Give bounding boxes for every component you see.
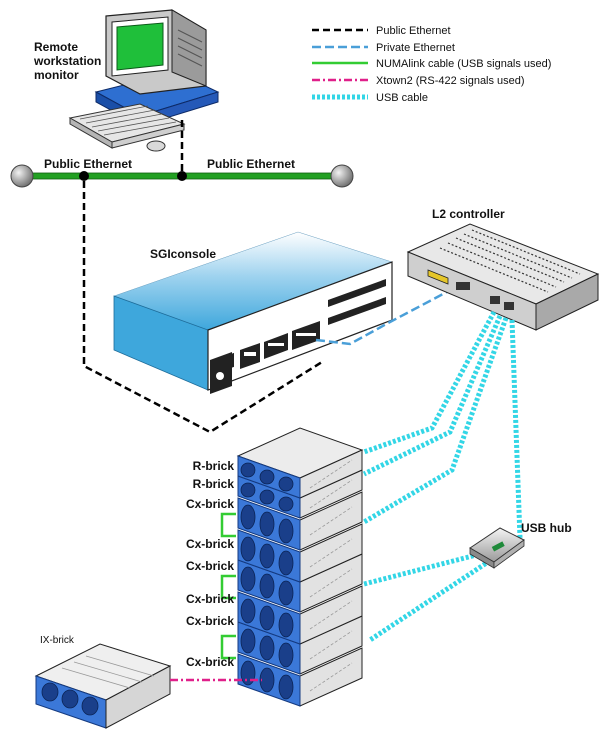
usb-cable-cx-brick-3	[368, 555, 496, 643]
rack-brick-label: Cx-brick	[186, 655, 234, 669]
rack-brick-label: R-brick	[193, 477, 235, 491]
monitor-label-line3: monitor	[34, 68, 79, 82]
bus-tap-left-icon	[79, 171, 89, 181]
legend-label: USB cable	[376, 92, 428, 104]
legend-item-xtown2: Xtown2 (RS-422 signals used)	[312, 75, 525, 87]
rack-labels: R-brickR-brickCx-brickCx-brickCx-brickCx…	[186, 459, 234, 669]
usb-cable-hub	[509, 319, 523, 539]
legend-label: Private Ethernet	[376, 42, 455, 54]
ix-brick-icon	[34, 643, 172, 729]
usb-cables	[362, 310, 523, 643]
rack-brick-label: R-brick	[193, 459, 235, 473]
r-brick-1	[236, 427, 364, 499]
remote-workstation-monitor-icon	[68, 9, 220, 152]
cx-brick-7	[237, 615, 363, 675]
rack-brick-label: Cx-brick	[186, 537, 234, 551]
numalink-cable-2	[220, 574, 236, 600]
bus-terminator-left-icon	[10, 164, 34, 188]
public-ethernet-bus	[10, 164, 354, 188]
usb-hub-label: USB hub	[521, 521, 572, 535]
rack-brick-label: Cx-brick	[186, 559, 234, 573]
public-ethernet-label-left: Public Ethernet	[44, 157, 132, 171]
monitor-label-line2: workstation	[33, 54, 101, 68]
legend-item-public-ethernet: Public Ethernet	[312, 25, 451, 37]
usb-hub-icon	[469, 527, 525, 569]
console-public-ethernet-line	[82, 181, 323, 434]
bus-tap-right-icon	[177, 171, 187, 181]
cx-brick-4	[237, 523, 363, 583]
monitor-label-line1: Remote	[34, 40, 78, 54]
bus-terminator-right-icon	[330, 164, 354, 188]
usb-cable-cx-brick-2	[363, 549, 489, 587]
l2-controller-icon	[406, 223, 600, 331]
ix-brick-label: IX-brick	[40, 635, 75, 646]
usb-cable-cx-brick-1	[362, 317, 509, 525]
rack-brick-label: Cx-brick	[186, 592, 234, 606]
legend-label: Xtown2 (RS-422 signals used)	[376, 75, 525, 87]
cx-brick-6	[237, 585, 363, 645]
l2-controller-label: L2 controller	[432, 207, 505, 221]
legend-label: Public Ethernet	[376, 25, 451, 37]
rack-brick-label: Cx-brick	[186, 614, 234, 628]
rack	[236, 427, 364, 707]
public-ethernet-label-right: Public Ethernet	[207, 157, 295, 171]
usb-cable-r-brick-2	[362, 315, 503, 477]
legend-item-numalink: NUMAlink cable (USB signals used)	[312, 58, 551, 70]
numalink-cables	[220, 512, 236, 660]
sgiconsole-label: SGIconsole	[150, 247, 216, 261]
private-ethernet-line	[315, 282, 463, 346]
legend-label: NUMAlink cable (USB signals used)	[376, 58, 551, 70]
numalink-cable-1	[220, 512, 236, 538]
legend: Public Ethernet Private Ethernet NUMAlin…	[312, 25, 551, 104]
usb-cable-r-brick-1	[363, 310, 497, 455]
sgiconsole-server-icon	[113, 231, 393, 394]
legend-item-private-ethernet: Private Ethernet	[312, 42, 455, 54]
cx-brick-3	[237, 491, 363, 551]
legend-item-usb: USB cable	[312, 92, 428, 104]
numalink-cable-3	[220, 634, 236, 660]
rack-brick-label: Cx-brick	[186, 497, 234, 511]
